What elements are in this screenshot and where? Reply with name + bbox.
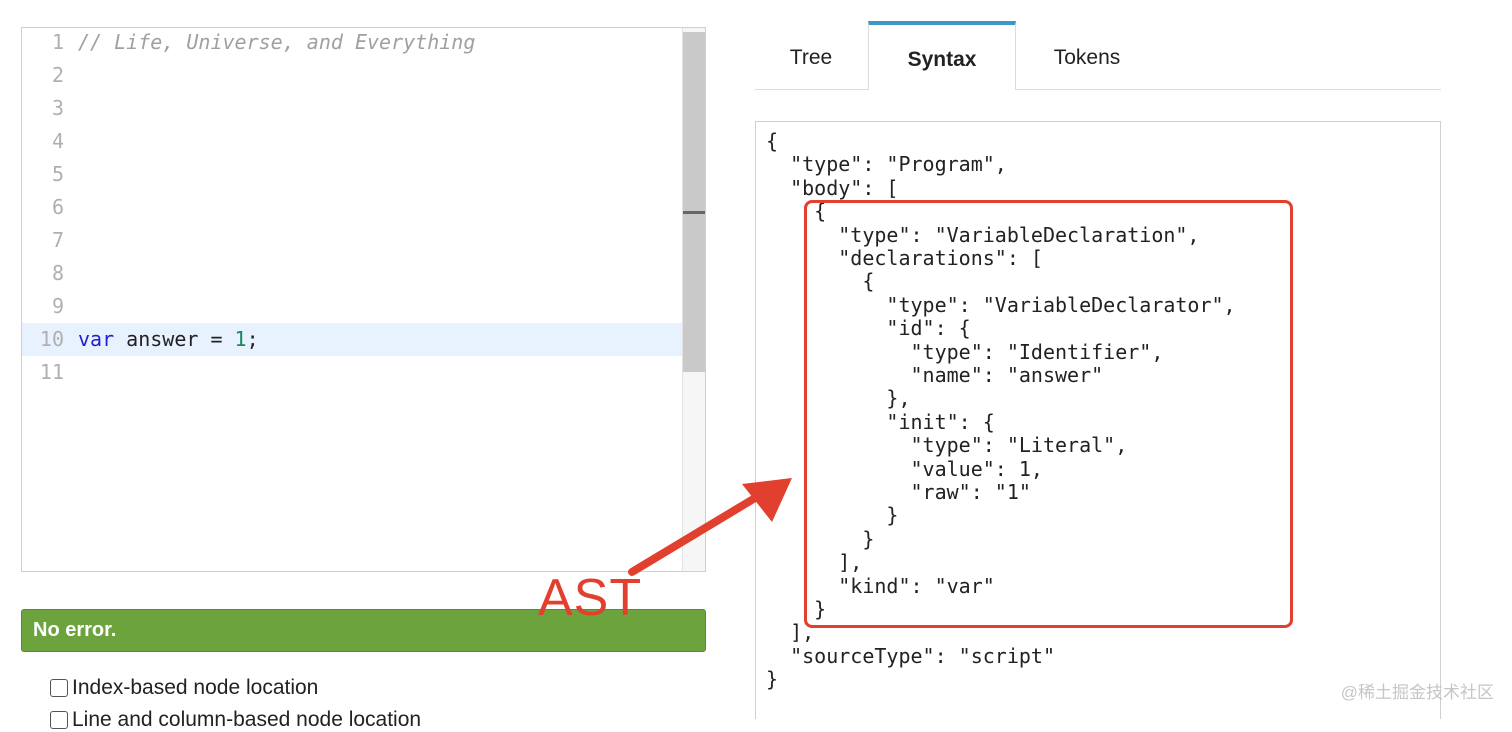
editor-line[interactable]: 4: [22, 125, 684, 158]
line-column-location-option[interactable]: Line and column-based node location: [50, 708, 421, 732]
editor-line[interactable]: 1 // Life, Universe, and Everything: [22, 28, 684, 59]
editor-line[interactable]: 3: [22, 92, 684, 125]
output-tabs: Tree Syntax Tokens: [755, 21, 1441, 90]
line-number: 6: [51, 195, 64, 219]
line-number: 10: [39, 327, 64, 351]
index-location-checkbox[interactable]: [50, 679, 68, 697]
json-line: "type": "VariableDeclarator",: [766, 292, 1236, 317]
json-line: "id": {: [766, 316, 971, 341]
code-token: var: [78, 327, 115, 351]
tab-tree[interactable]: Tree: [789, 46, 833, 69]
editor-scrollbar[interactable]: [682, 28, 705, 571]
editor-line[interactable]: 5: [22, 158, 684, 191]
line-number: 8: [51, 261, 64, 285]
json-line: "value": 1,: [766, 456, 1043, 481]
json-line: "body": [: [766, 175, 899, 200]
json-line: }: [766, 597, 827, 621]
code-token: 1: [234, 327, 247, 351]
index-location-label: Index-based node location: [72, 676, 319, 699]
json-line: {: [766, 269, 875, 294]
editor-line[interactable]: 7: [22, 224, 684, 257]
json-line: "type": "Program",: [766, 152, 1007, 177]
ast-label: AST: [538, 569, 643, 627]
code-token: answer =: [114, 327, 235, 351]
code-token: // Life, Universe, and Everything: [78, 30, 476, 54]
json-line: },: [766, 386, 911, 411]
scrollbar-position-marker: [683, 211, 705, 214]
json-line: "type": "VariableDeclaration",: [766, 222, 1200, 247]
ast-highlight-box: [804, 200, 1293, 628]
json-line: "declarations": [: [766, 246, 1043, 270]
json-line: {: [766, 129, 779, 153]
json-line: }: [766, 667, 779, 692]
line-column-location-checkbox[interactable]: [50, 711, 68, 729]
line-code[interactable]: var answer = 1;: [78, 323, 259, 356]
line-number: 5: [51, 162, 64, 186]
line-code[interactable]: // Life, Universe, and Everything: [78, 28, 476, 59]
line-number: 3: [51, 96, 64, 120]
line-number: 4: [51, 129, 64, 153]
json-line: "init": {: [766, 409, 995, 434]
editor-line[interactable]: 11: [22, 356, 684, 389]
json-line: }: [766, 503, 899, 528]
index-location-option[interactable]: Index-based node location: [50, 676, 318, 700]
json-line: "name": "answer": [766, 363, 1104, 387]
line-number: 9: [51, 294, 64, 318]
json-line: ],: [766, 550, 863, 575]
code-editor[interactable]: 1 // Life, Universe, and Everything 2 3 4 5 6 7…: [21, 27, 706, 572]
status-bar: No error.: [21, 609, 706, 652]
json-line: "raw": "1": [766, 480, 1031, 504]
syntax-output-panel: { "type": "Program", "body": [ { "type":…: [755, 121, 1441, 719]
editor-scrollbar-thumb[interactable]: [683, 32, 705, 372]
editor-line[interactable]: 10 var answer = 1;: [22, 323, 684, 356]
line-number: 1: [51, 30, 64, 54]
line-number: 2: [51, 63, 64, 87]
line-number: 7: [51, 228, 64, 252]
line-column-location-label: Line and column-based node location: [72, 708, 422, 731]
code-token: ;: [246, 327, 259, 351]
watermark: @稀土掘金技术社区: [1340, 683, 1494, 702]
editor-line[interactable]: 9: [22, 290, 684, 323]
json-line: {: [766, 199, 827, 224]
tab-tokens[interactable]: Tokens: [1053, 46, 1121, 69]
json-line: "kind": "var": [766, 573, 995, 598]
tab-syntax[interactable]: Syntax: [868, 21, 1016, 90]
editor-line[interactable]: 2: [22, 59, 684, 92]
json-line: }: [766, 526, 875, 551]
json-line: "type": "Literal",: [766, 433, 1128, 458]
editor-line[interactable]: 8: [22, 257, 684, 290]
line-number: 11: [39, 360, 64, 384]
editor-line[interactable]: 6: [22, 191, 684, 224]
json-line: "sourceType": "script": [766, 643, 1055, 668]
json-line: "type": "Identifier",: [766, 339, 1164, 364]
